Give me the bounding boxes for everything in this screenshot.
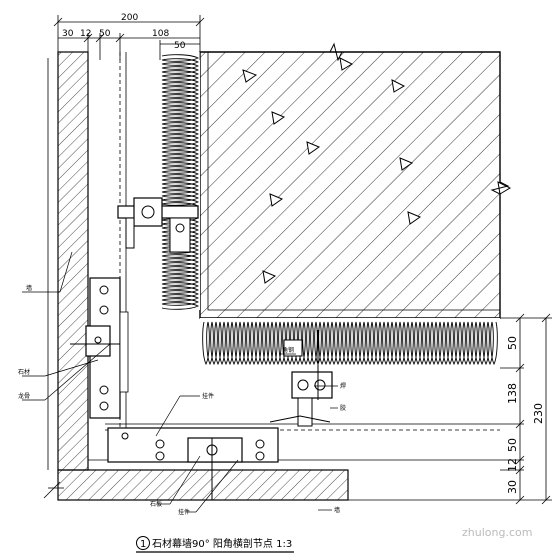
dim-top-d3: 50 [99, 29, 111, 39]
concrete-wall [199, 51, 512, 319]
dim-right-d3: 50 [506, 438, 519, 452]
upper-bracket [117, 197, 199, 253]
dim-top-insulation: 50 [174, 41, 186, 51]
leader-lines [22, 251, 338, 513]
insulation-horizontal [200, 318, 500, 368]
insulation-vertical [160, 52, 200, 310]
corner-bracket [269, 330, 333, 427]
dimension-top [53, 15, 205, 60]
label-wall-left: 墙 [26, 284, 32, 292]
label-angle-steel: 角钢 [282, 346, 294, 354]
label-wall-bottom: 墙 [334, 506, 340, 514]
dim-top-d1: 30 [62, 29, 74, 39]
dim-right-d5: 30 [506, 480, 519, 494]
dim-right-d4: 12 [506, 458, 519, 472]
label-stone: 石材 [18, 368, 30, 376]
dim-top-total: 200 [121, 13, 138, 23]
drawing-title: 1 石材幕墙90° 阳角横剖节点 1:3 [136, 536, 294, 553]
label-keel-left: 龙骨 [18, 392, 30, 400]
dim-right-total: 230 [532, 403, 545, 424]
label-weld: 焊 [340, 382, 346, 390]
title-number: 1 [140, 539, 146, 550]
title-text: 石材幕墙90° 阳角横剖节点 1:3 [152, 537, 292, 550]
break-lines [320, 42, 510, 200]
label-anchor: 挂件 [202, 392, 214, 400]
label-sealant: 胶 [340, 404, 346, 412]
dim-right-d2: 138 [506, 383, 519, 404]
corner-mark [43, 481, 64, 499]
dim-right-d1: 50 [506, 336, 519, 350]
dim-top-d4: 108 [152, 29, 169, 39]
label-stone-panel: 石板 [150, 500, 162, 508]
watermark: zhulong.com [462, 526, 532, 539]
label-pendant: 挂件 [178, 508, 190, 516]
dimension-right [348, 313, 552, 505]
bottom-keel [107, 427, 279, 500]
dim-top-d2: 12 [80, 29, 91, 39]
left-stone-panel [47, 51, 127, 471]
